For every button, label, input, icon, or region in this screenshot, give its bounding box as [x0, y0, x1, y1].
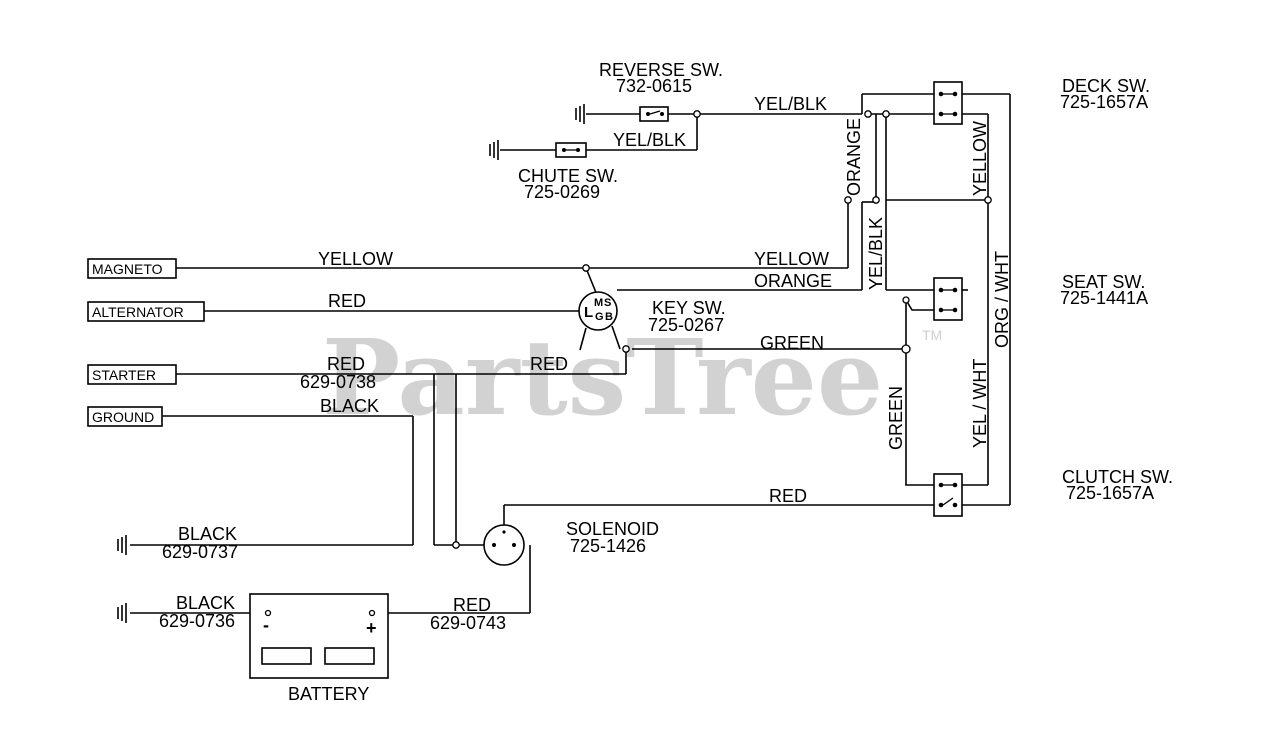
solenoid-name: SOLENOID [566, 519, 659, 539]
label-red-alternator: RED [328, 291, 366, 311]
seat-switch [933, 277, 963, 321]
ground-box: GROUND [87, 406, 163, 427]
wire-orange [617, 114, 877, 291]
battery-positive: + [366, 618, 377, 638]
chute-switch-part: 725-0269 [524, 182, 600, 202]
deck-switch [933, 81, 963, 125]
battery: - + [249, 593, 389, 679]
ground-label: GROUND [92, 409, 154, 425]
seat-switch-name: SEAT SW. [1062, 272, 1145, 292]
wire-black-ground [130, 415, 414, 546]
solenoid [483, 524, 525, 566]
reverse-switch-name: REVERSE SW. [599, 60, 723, 80]
key-switch-name: KEY SW. [652, 298, 726, 318]
clutch-switch-name: CLUTCH SW. [1062, 467, 1173, 487]
clutch-switch-part: 725-1657A [1066, 483, 1154, 503]
wire-red-clutch [503, 504, 934, 525]
label-red-battery-part: 629-0743 [430, 613, 506, 633]
key-terminal-g: G [595, 311, 604, 323]
label-yel-blk-chute: YEL/BLK [613, 130, 686, 150]
junction-nodes [452, 110, 992, 549]
chute-switch-name: CHUTE SW. [518, 166, 618, 186]
label-yel-blk-vertical: YEL/BLK [866, 217, 886, 290]
label-starter-part: 629-0738 [300, 372, 376, 392]
reverse-switch [639, 106, 669, 122]
label-green-key: GREEN [760, 333, 824, 353]
label-red-starter: RED [327, 354, 365, 374]
label-red-battery: RED [453, 595, 491, 615]
label-black-2-part: 629-0736 [159, 611, 235, 631]
ground-symbol-black-2 [117, 603, 127, 623]
clutch-switch [933, 473, 963, 517]
battery-name: BATTERY [288, 684, 369, 704]
chute-switch [555, 142, 587, 158]
key-switch-part: 725-0267 [648, 315, 724, 335]
key-terminal-b: B [605, 311, 613, 323]
label-yellow-magneto: YELLOW [318, 249, 393, 269]
wire-red-starter [176, 327, 627, 375]
wire-red-battery [388, 545, 531, 614]
label-black-1-part: 629-0737 [162, 542, 238, 562]
starter-label: STARTER [92, 367, 156, 383]
alternator-label: ALTERNATOR [92, 304, 184, 320]
starter-box: STARTER [87, 364, 177, 385]
key-terminal-s: S [604, 297, 611, 309]
label-orange-key: ORANGE [754, 271, 832, 291]
battery-negative: - [263, 615, 269, 635]
label-yellow-key: YELLOW [754, 249, 829, 269]
solenoid-part: 725-1426 [570, 536, 646, 556]
label-yel-blk-top: YEL/BLK [754, 94, 827, 114]
label-black-ground: BLACK [320, 396, 379, 416]
wire-green [611, 325, 906, 350]
magneto-box: MAGNETO [87, 258, 177, 279]
key-terminal-l: L [584, 304, 593, 321]
label-black-2: BLACK [176, 593, 235, 613]
key-terminal-m: M [594, 297, 603, 309]
watermark-tm: TM [922, 327, 942, 343]
ground-symbol-chute [489, 140, 499, 160]
ground-symbol-reverse [575, 104, 585, 124]
key-switch: L M S G B [578, 291, 618, 331]
wire-yel-blk-chute [500, 114, 698, 151]
watermark: PartsTree [322, 316, 883, 439]
label-green-vertical: GREEN [886, 386, 906, 450]
label-yel-wht-vertical: YEL / WHT [970, 359, 990, 448]
alternator-box: ALTERNATOR [87, 301, 205, 322]
deck-switch-name: DECK SW. [1062, 76, 1150, 96]
wire-yellow-magneto [176, 200, 849, 296]
seat-switch-part: 725-1441A [1060, 288, 1148, 308]
ground-symbol-black-1 [117, 535, 127, 555]
label-yellow-vertical: YELLOW [970, 121, 990, 196]
magneto-label: MAGNETO [92, 261, 163, 277]
label-red-key-solenoid: RED [530, 354, 568, 374]
label-red-clutch: RED [769, 486, 807, 506]
label-org-wht-vertical: ORG / WHT [992, 251, 1012, 348]
label-black-1: BLACK [178, 524, 237, 544]
label-orange-vertical: ORANGE [844, 118, 864, 196]
deck-switch-part: 725-1657A [1060, 92, 1148, 112]
reverse-switch-part: 732-0615 [616, 76, 692, 96]
